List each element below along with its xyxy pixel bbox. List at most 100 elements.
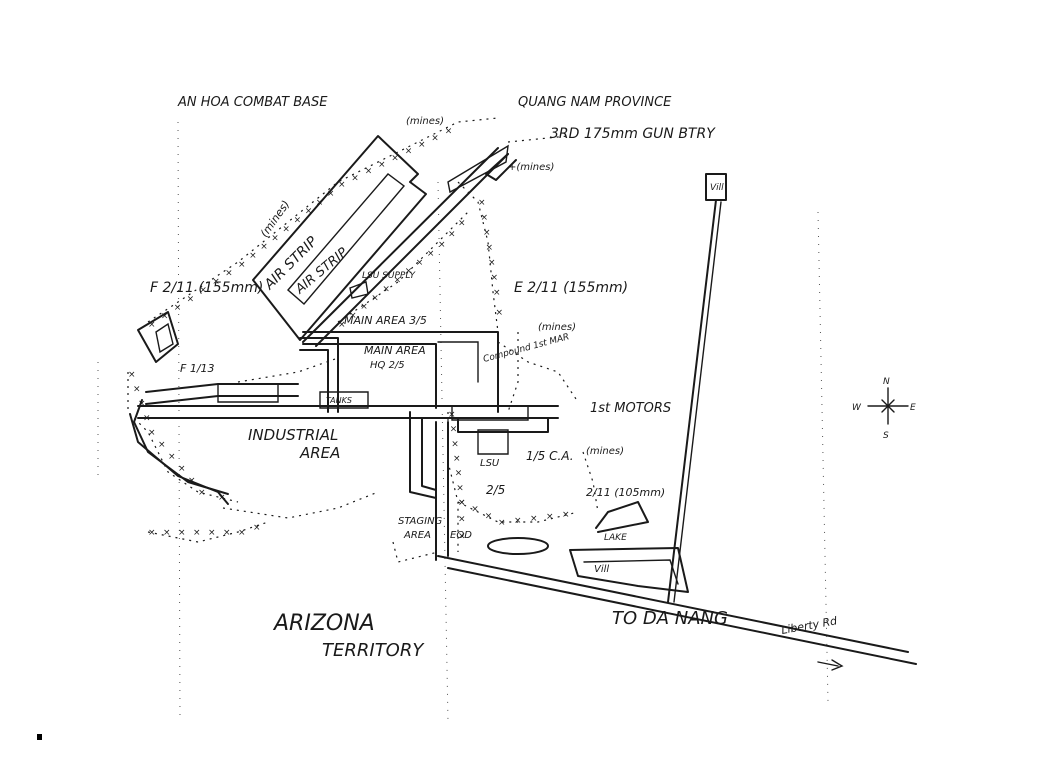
wire-x: × bbox=[481, 213, 489, 223]
wire-x: × bbox=[394, 276, 402, 286]
wire-x: × bbox=[178, 464, 186, 474]
wire-x: × bbox=[338, 180, 346, 190]
compass-w: W bbox=[852, 403, 862, 413]
wire-x: × bbox=[483, 228, 491, 238]
wire-x: × bbox=[456, 483, 464, 493]
wire-x: × bbox=[199, 286, 207, 296]
wire-x: × bbox=[431, 133, 439, 143]
air-strip bbox=[252, 135, 427, 341]
wire-x: × bbox=[471, 505, 479, 515]
wire-x: × bbox=[448, 229, 456, 239]
map-title: AN HOA COMBAT BASE bbox=[177, 95, 328, 110]
wire-x: × bbox=[271, 233, 279, 243]
wire-x: × bbox=[178, 528, 186, 538]
wire-x: × bbox=[458, 515, 466, 525]
wire-x: × bbox=[458, 219, 466, 229]
industrial-label-2: AREA bbox=[299, 444, 340, 462]
battery-f-label: F 2/11 (155mm) bbox=[150, 280, 263, 296]
unit-25-label: 2/5 bbox=[486, 483, 505, 497]
wire-x: × bbox=[249, 251, 257, 261]
wire-x: × bbox=[349, 311, 357, 321]
wire-x: × bbox=[451, 439, 459, 449]
mines-ca-label: (mines) bbox=[586, 446, 624, 457]
wire-x: × bbox=[458, 531, 466, 541]
gun-battery-label: 3RD 175mm GUN BTRY bbox=[550, 126, 716, 142]
wire-x: × bbox=[498, 518, 506, 528]
road-to-da-nang bbox=[437, 555, 917, 671]
west-fort bbox=[129, 311, 299, 505]
wire-x: × bbox=[338, 320, 346, 330]
wire-x: × bbox=[163, 528, 171, 538]
wire-x: × bbox=[198, 488, 206, 498]
wire-x: × bbox=[128, 370, 136, 380]
wire-x: × bbox=[327, 189, 335, 199]
wire-x: × bbox=[458, 498, 466, 508]
staging-label-1: STAGING bbox=[398, 516, 443, 527]
eod-label: EOD bbox=[450, 530, 472, 541]
compass-n: N bbox=[883, 377, 890, 387]
vill-north-label: Vill bbox=[710, 183, 724, 193]
wire-x: × bbox=[294, 216, 302, 226]
wire-x: × bbox=[453, 454, 461, 464]
wire-x: × bbox=[138, 399, 146, 409]
wire-x: × bbox=[187, 294, 195, 304]
staging-label-2: AREA bbox=[403, 530, 431, 541]
wire-x: × bbox=[514, 516, 522, 526]
wire-x: × bbox=[448, 410, 456, 420]
wire-x: × bbox=[491, 273, 499, 283]
wire-x: × bbox=[493, 288, 501, 298]
wire-x: × bbox=[212, 277, 220, 287]
wire-x: × bbox=[445, 127, 453, 137]
wire-x: × bbox=[143, 414, 151, 424]
lake-label: LAKE bbox=[604, 533, 627, 543]
compass-e: E bbox=[910, 403, 916, 413]
wire-x: × bbox=[416, 258, 424, 268]
battery-211-label: 2/11 (105mm) bbox=[586, 486, 665, 499]
compass-rose bbox=[867, 387, 909, 425]
mines-e-label: (mines) bbox=[538, 322, 576, 333]
wire-x: × bbox=[546, 512, 554, 522]
wire-x: × bbox=[365, 167, 373, 177]
province-label: QUANG NAM PROVINCE bbox=[518, 95, 672, 110]
wire-x: × bbox=[148, 528, 156, 538]
wire-x: × bbox=[391, 153, 399, 163]
tanks-label: TANKS bbox=[326, 396, 352, 405]
wire-x: × bbox=[148, 428, 156, 438]
arizona-label-2: TERRITORY bbox=[322, 640, 425, 661]
road-to-vill bbox=[667, 173, 727, 603]
wire-x: × bbox=[168, 452, 176, 462]
mines-gun-label: +(mines) bbox=[508, 162, 554, 173]
wire-x: × bbox=[438, 240, 446, 250]
wire-x: × bbox=[253, 523, 261, 533]
wire-x: × bbox=[360, 302, 368, 312]
f-113-label: F 1/13 bbox=[180, 362, 215, 375]
arizona-label-1: ARIZONA bbox=[272, 611, 375, 636]
wire-x: × bbox=[530, 514, 538, 524]
wire-x: × bbox=[378, 160, 386, 170]
wire-x: × bbox=[455, 469, 463, 479]
wire-x: × bbox=[188, 476, 196, 486]
compass-s: S bbox=[883, 431, 889, 441]
wire-x: × bbox=[238, 528, 246, 538]
lsu-label: LSU bbox=[480, 458, 500, 469]
to-danang-label: TO DA NANG bbox=[612, 608, 728, 629]
wire-x: × bbox=[161, 311, 169, 321]
liberty-rd-label: Liberty Rd bbox=[780, 614, 839, 637]
wire-x: × bbox=[485, 511, 493, 521]
battery-e-label: E 2/11 (155mm) bbox=[514, 280, 628, 296]
wire-x: × bbox=[148, 320, 156, 330]
wire-x: × bbox=[450, 425, 458, 435]
south-features bbox=[487, 501, 689, 593]
wire-x: × bbox=[488, 258, 496, 268]
wire-x: × bbox=[405, 267, 413, 277]
industrial-label-1: INDUSTRIAL bbox=[248, 426, 338, 444]
central-road bbox=[137, 383, 559, 561]
perimeter-wire bbox=[127, 117, 599, 563]
wire-x: × bbox=[316, 198, 324, 208]
wire-x: × bbox=[305, 207, 313, 217]
wire-x: × bbox=[418, 140, 426, 150]
wire-x: × bbox=[458, 498, 466, 508]
mines-top-label: (mines) bbox=[406, 116, 444, 127]
wire-x: × bbox=[405, 147, 413, 157]
wire-x: × bbox=[260, 242, 268, 252]
